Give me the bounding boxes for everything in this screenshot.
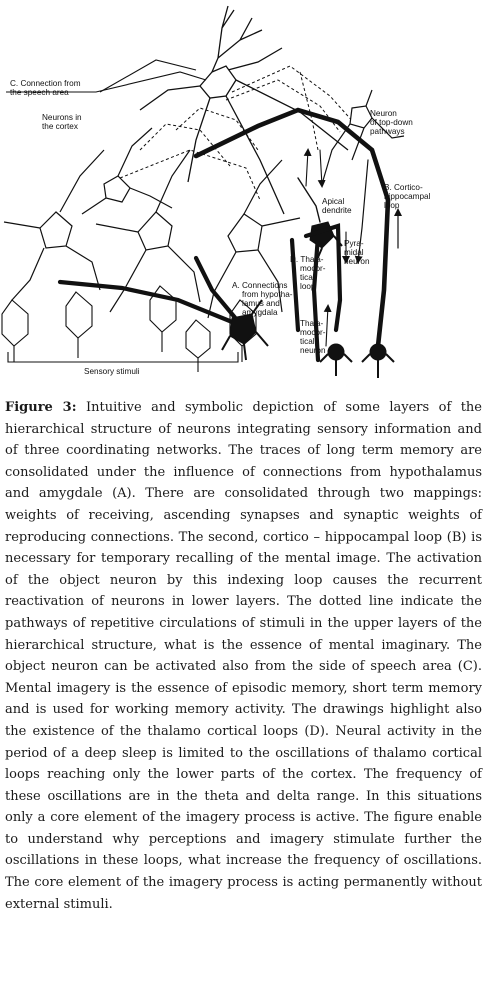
middle-neurons xyxy=(3,127,301,319)
dotted-circulation-lines xyxy=(119,65,356,201)
caption-text: Intuitive and symbolic depiction of some… xyxy=(5,400,483,912)
hypothalamus-neuron xyxy=(221,299,269,361)
pyramidal-neuron xyxy=(297,148,350,363)
sensory-bracket xyxy=(7,352,239,363)
hippocampal-neuron xyxy=(361,343,395,378)
top-down-neuron xyxy=(321,89,405,185)
caption-label: Figure 3: xyxy=(5,400,77,415)
label-sensory-stimuli: Sensory stimuli xyxy=(84,367,140,376)
thalamocortical-loop xyxy=(289,223,343,347)
hypothalamus-connections xyxy=(57,255,245,329)
cortico-hippocampal-loop xyxy=(193,107,402,349)
speech-connection xyxy=(6,59,207,93)
object-neuron xyxy=(139,5,349,215)
figure-caption: Figure 3: Intuitive and symbolic depicti… xyxy=(5,397,482,915)
thalamocortical-neuron xyxy=(319,343,353,376)
